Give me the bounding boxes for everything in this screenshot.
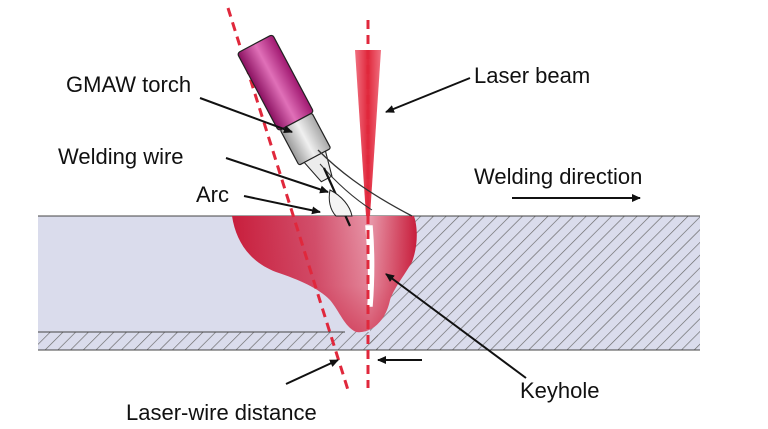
shielding-gas-flow xyxy=(317,149,413,217)
leader-arrows xyxy=(199,77,641,385)
label-welding-wire: Welding wire xyxy=(58,144,184,169)
arc-shape xyxy=(328,189,353,217)
label-welding-direction: Welding direction xyxy=(474,164,643,189)
torch-contact-tip xyxy=(303,150,333,183)
label-laser-wire-distance: Laser-wire distance xyxy=(126,400,317,425)
arrow-arc xyxy=(243,195,321,215)
hatched-region-right xyxy=(370,216,700,350)
hatched-region-bottom xyxy=(38,332,378,350)
arrow-keyhole xyxy=(385,273,527,379)
laser-beam xyxy=(355,20,381,388)
gmaw-torch xyxy=(226,7,413,391)
arrow-distance-left xyxy=(285,359,339,385)
label-laser-beam: Laser beam xyxy=(474,63,591,88)
arrow-laser-beam xyxy=(385,77,471,113)
arrow-welding-wire xyxy=(225,157,329,194)
label-arc: Arc xyxy=(196,182,229,207)
label-keyhole: Keyhole xyxy=(520,378,600,403)
arrow-gmaw-torch xyxy=(199,97,293,133)
label-gmaw-torch: GMAW torch xyxy=(66,72,192,97)
